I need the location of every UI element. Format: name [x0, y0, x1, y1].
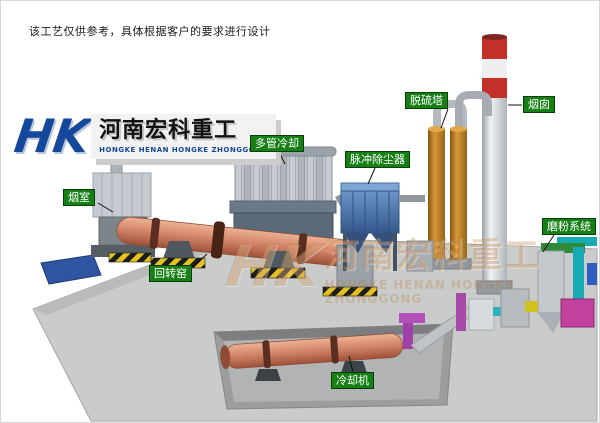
grinding-system: [500, 237, 597, 333]
leader-lines: [97, 104, 555, 373]
logo-brand-en: HONGKE HENAN HONGKE ZHONGGONG: [99, 145, 268, 154]
label-desulfurization-tower: 脱硫塔: [405, 92, 448, 109]
logo-text-block: 河南宏科重工 HONGKE HENAN HONGKE ZHONGGONG: [91, 113, 276, 159]
label-chimney: 烟囱: [523, 96, 555, 113]
label-cooling-machine: 冷却机: [331, 372, 374, 389]
disclaimer-text: 该工艺仅供参考，具体根据客户的要求进行设计: [29, 25, 271, 38]
blue-panel: [40, 254, 102, 285]
chimney: [476, 34, 513, 295]
logo-monogram-text: HK: [11, 109, 93, 163]
label-rotary-kiln: 回转窑: [149, 265, 192, 282]
label-grinding-system: 磨粉系统: [542, 218, 596, 235]
auxiliary-piping: [456, 293, 506, 331]
logo-hk-monogram: HK: [11, 109, 93, 163]
tower-2: [450, 129, 467, 263]
kiln-head: [336, 244, 374, 290]
label-multi-tube-cooler: 多管冷却: [250, 135, 304, 152]
tower-1: [428, 129, 445, 263]
label-pulse-dust-collector: 脉冲除尘器: [345, 151, 410, 168]
chimney-body: [482, 97, 507, 285]
company-logo: HK 河南宏科重工 HONGKE HENAN HONGKE ZHONGGONG: [11, 109, 276, 163]
label-smoke-chamber: 烟室: [63, 189, 95, 206]
chimney-red-band-lower: [482, 78, 507, 98]
chimney-red-band-top: [482, 37, 507, 59]
pulse-dust-collector: [340, 182, 434, 272]
desulfurization-towers: [423, 91, 492, 270]
logo-brand-cn: 河南宏科重工: [99, 117, 238, 143]
chimney-white-band: [482, 59, 507, 78]
